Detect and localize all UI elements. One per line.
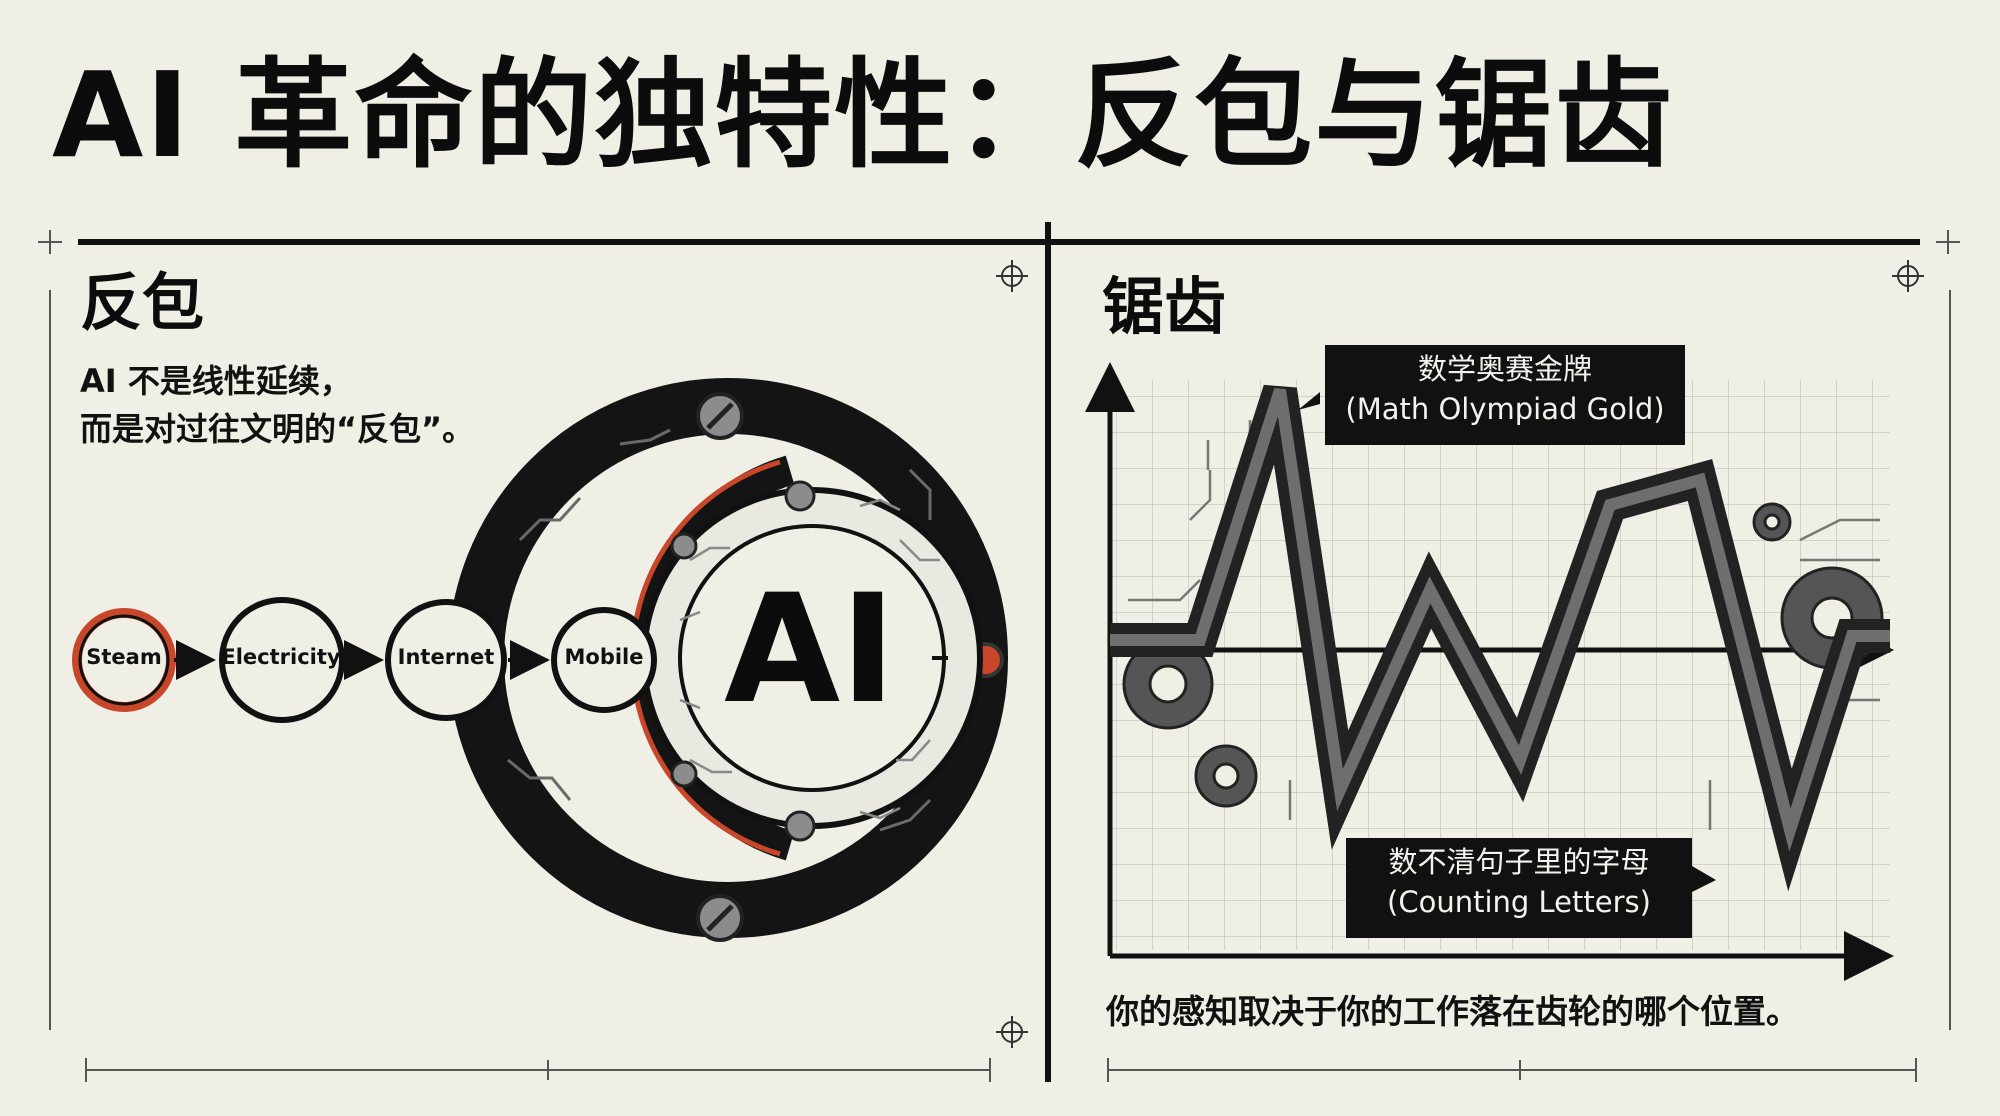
callout-top-cn: 数学奥赛金牌 — [1417, 352, 1592, 386]
callout-bottom-en: (Counting Letters) — [1387, 885, 1651, 919]
bolt-icon — [696, 392, 744, 942]
callout-math-olympiad: 数学奥赛金牌 (Math Olympiad Gold) — [1325, 345, 1685, 445]
left-panel-title: 反包 — [80, 266, 205, 339]
main-title: AI 革命的独特性：反包与锯齿 — [52, 46, 1675, 184]
node-electricity: Electricity — [221, 645, 341, 669]
gear-icon — [1122, 502, 1884, 808]
left-subtitle-line2: 而是对过往文明的“反包”。 — [80, 410, 475, 448]
node-mobile-circle — [551, 607, 657, 713]
frame — [38, 222, 1960, 1082]
callout-bottom-cn: 数不清句子里的字母 — [1388, 845, 1650, 879]
ai-center-label: AI — [724, 563, 896, 737]
right-panel-caption: 你的感知取决于你的工作落在齿轮的哪个位置。 — [1106, 992, 1799, 1031]
right-panel-title: 锯齿 — [1102, 270, 1227, 343]
node-mobile: Mobile — [564, 645, 644, 669]
node-internet-circle — [385, 599, 507, 721]
node-steam-circle — [72, 608, 176, 712]
callout-top-en: (Math Olympiad Gold) — [1345, 392, 1665, 426]
progression-chain — [72, 597, 657, 723]
callout-counting-letters: 数不清句子里的字母 (Counting Letters) — [1346, 838, 1692, 938]
node-steam: Steam — [86, 645, 162, 669]
left-subtitle-line1: AI 不是线性延续， — [80, 362, 352, 400]
node-electricity-circle — [219, 597, 345, 723]
node-internet: Internet — [397, 645, 495, 669]
crosshair-icon — [996, 260, 1924, 1048]
